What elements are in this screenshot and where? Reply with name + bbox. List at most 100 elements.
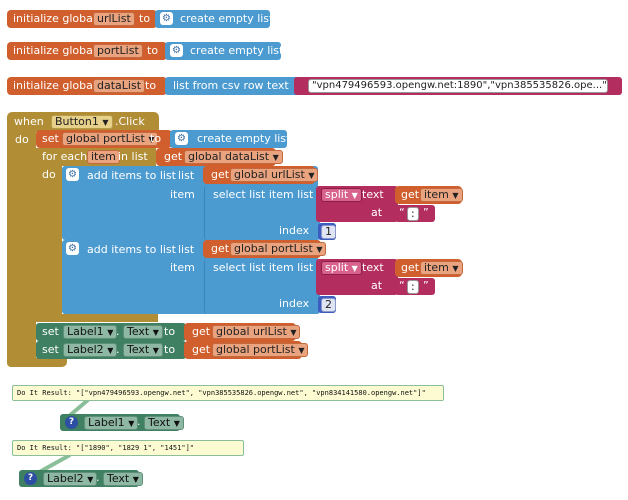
get-keyword: get [211,242,230,255]
at-socket-label: at [371,279,383,292]
gear-icon[interactable]: ⚙ [66,242,79,255]
label2-text-getter-block[interactable]: ? Label2 ▼ . Text ▼ [19,470,143,487]
dot-label: . [137,415,141,428]
number-block-1[interactable]: 1 [318,223,336,240]
var-dropdown[interactable]: item ▼ [420,188,463,202]
dropdown-caret-icon: ▼ [452,191,459,200]
set-keyword: set [42,132,59,145]
separator-text-block-2[interactable]: “ : ” [395,278,435,295]
init-global-urllist-block[interactable]: initialize global urlList to [7,10,157,28]
text-string-field[interactable]: "vpn479496593.opengw.net:1890","vpn38553… [308,79,608,93]
question-icon[interactable]: ? [24,472,37,485]
event-body-left-bar: do [7,130,36,367]
dropdown-caret-icon: ▼ [132,475,139,484]
component-dropdown[interactable]: Label2 ▼ [63,343,118,357]
gear-icon[interactable]: ⚙ [175,132,188,145]
component-name: Button1 [55,115,99,128]
label1-text-getter-block[interactable]: ? Label1 ▼ . Text ▼ [60,414,184,431]
get-item-block-1[interactable]: get item ▼ [395,186,463,204]
var-name-field[interactable]: urlList [93,12,135,26]
number-field[interactable]: 1 [321,225,336,239]
separator-text-block-1[interactable]: “ : ” [395,205,435,222]
dropdown-caret-icon: ▼ [152,328,159,337]
get-global-urllist-block[interactable]: get global urlList ▼ [184,323,301,341]
set-label2-text-block[interactable]: set Label2 ▼ . Text ▼ to [36,341,186,359]
var-name-field[interactable]: dataList [93,79,146,93]
at-socket-label: at [371,206,383,219]
text-string-block[interactable]: "vpn479496593.opengw.net:1890","vpn38553… [294,77,622,95]
component-dropdown[interactable]: Label2 ▼ [43,472,98,486]
dropdown-caret-icon: ▼ [298,346,305,355]
property-dropdown[interactable]: Text ▼ [103,472,143,486]
var-dropdown[interactable]: global urlList ▼ [230,168,319,182]
component-dropdown[interactable]: Button1 ▼ [51,115,113,129]
component-name: Label1 [88,416,125,429]
select-list-item-label: select list item list [213,188,314,201]
var-name: global urlList [216,325,287,338]
open-quote: “ [399,279,405,292]
split-dropdown[interactable]: split ▼ [321,261,362,275]
separator-field[interactable]: : [407,280,419,294]
var-dropdown[interactable]: global dataList ▼ [184,150,283,164]
list-from-csv-row-block[interactable]: list from csv row text [165,77,300,95]
get-global-portlist-block[interactable]: get global portList ▼ [184,341,309,359]
var-dropdown[interactable]: item ▼ [420,261,463,275]
gear-icon[interactable]: ⚙ [170,44,183,57]
property-name: Text [127,343,150,356]
to-label: to [150,132,162,145]
init-global-portlist-block[interactable]: initialize global portList to [7,42,167,60]
select-list-item-block-1[interactable]: select list item list index [204,186,320,240]
for-each-keyword: for each [42,150,88,163]
do-keyword: do [15,133,29,146]
property-dropdown[interactable]: Text ▼ [123,343,163,357]
init-global-datalist-block[interactable]: initialize global dataList to [7,77,167,95]
create-empty-list-label: create empty list [190,44,284,57]
var-dropdown[interactable]: global urlList ▼ [212,325,301,339]
split-dropdown[interactable]: split ▼ [321,188,362,202]
get-item-block-2[interactable]: get item ▼ [395,259,463,277]
split-label: split [325,261,349,274]
loop-var-field[interactable]: item [87,150,120,164]
set-global-portlist-block[interactable]: set global portList ▼ to [36,130,172,148]
for-each-item-block[interactable]: for each item in list [36,148,156,166]
number-field[interactable]: 2 [321,298,336,312]
number-block-2[interactable]: 2 [318,296,336,313]
in-list-label: in list [118,150,148,163]
var-name: item [424,261,449,274]
var-dropdown[interactable]: global portList ▼ [62,132,159,146]
dropdown-caret-icon: ▼ [351,191,358,200]
get-global-portlist-block[interactable]: get global portList ▼ [203,240,327,258]
dropdown-caret-icon: ▼ [152,346,159,355]
var-dropdown[interactable]: global portList ▼ [230,242,327,256]
to-label: to [145,79,157,92]
select-list-item-block-2[interactable]: select list item list index [204,259,320,314]
get-global-urllist-block[interactable]: get global urlList ▼ [203,166,319,184]
init-keyword: initialize global [13,44,96,57]
get-keyword: get [211,168,230,181]
component-dropdown[interactable]: Label1 ▼ [84,416,139,430]
item-socket-label: item [170,188,195,201]
split-block-2[interactable]: split ▼ text at [316,259,398,295]
for-each-bottom-bar [36,314,158,322]
create-empty-list-block[interactable]: ⚙ create empty list [155,10,274,28]
create-empty-list-block[interactable]: ⚙ create empty list [165,42,284,60]
question-icon[interactable]: ? [65,416,78,429]
event-button1-click-block[interactable]: when Button1 ▼ .Click [7,112,159,132]
var-name: global urlList [234,168,305,181]
get-global-datalist-block[interactable]: get global dataList ▼ [156,148,283,166]
component-dropdown[interactable]: Label1 ▼ [63,325,118,339]
create-empty-list-label: create empty list [180,12,274,25]
csv-label: list from csv row text [173,79,289,92]
gear-icon[interactable]: ⚙ [160,12,173,25]
var-dropdown[interactable]: global portList ▼ [212,343,309,357]
property-dropdown[interactable]: Text ▼ [123,325,163,339]
create-empty-list-block[interactable]: ⚙ create empty list [170,130,290,148]
component-name: Label2 [47,472,84,485]
set-label1-text-block[interactable]: set Label1 ▼ . Text ▼ to [36,323,186,341]
property-dropdown[interactable]: Text ▼ [144,416,184,430]
event-bottom-bar [7,358,67,367]
gear-icon[interactable]: ⚙ [66,168,79,181]
split-block-1[interactable]: split ▼ text at [316,186,398,222]
separator-field[interactable]: : [407,207,419,221]
var-name-field[interactable]: portList [93,44,143,58]
